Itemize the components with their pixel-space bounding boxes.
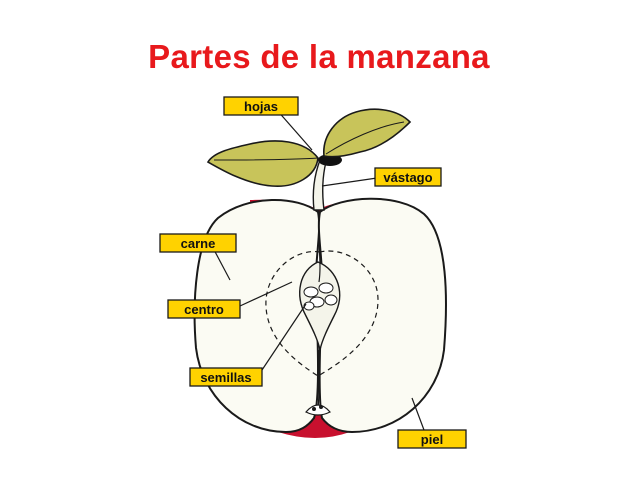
leaves bbox=[206, 108, 412, 187]
label-semillas: semillas bbox=[189, 367, 263, 387]
apple-right-half bbox=[317, 197, 447, 434]
label-vastago-text: vástago bbox=[383, 170, 432, 185]
pointer-hojas bbox=[275, 108, 313, 151]
label-piel-text: piel bbox=[421, 432, 443, 447]
pointer-semillas bbox=[257, 303, 307, 377]
label-hojas-text: hojas bbox=[244, 99, 278, 114]
blossom-end bbox=[305, 404, 331, 416]
label-semillas-text: semillas bbox=[200, 370, 251, 385]
label-centro: centro bbox=[167, 299, 241, 319]
label-vastago: vástago bbox=[374, 167, 442, 187]
label-carne: carne bbox=[159, 233, 237, 253]
pointer-centro bbox=[239, 281, 293, 307]
seed-chamber bbox=[299, 261, 341, 351]
label-centro-text: centro bbox=[184, 302, 224, 317]
core-line bbox=[317, 205, 321, 409]
label-carne-text: carne bbox=[181, 236, 216, 251]
label-piel: piel bbox=[397, 429, 467, 449]
pointer-piel bbox=[411, 397, 425, 431]
label-hojas: hojas bbox=[223, 96, 299, 116]
page-title: Partes de la manzana bbox=[148, 38, 490, 75]
pointer-vastago bbox=[321, 177, 378, 187]
core-outline bbox=[265, 250, 379, 377]
